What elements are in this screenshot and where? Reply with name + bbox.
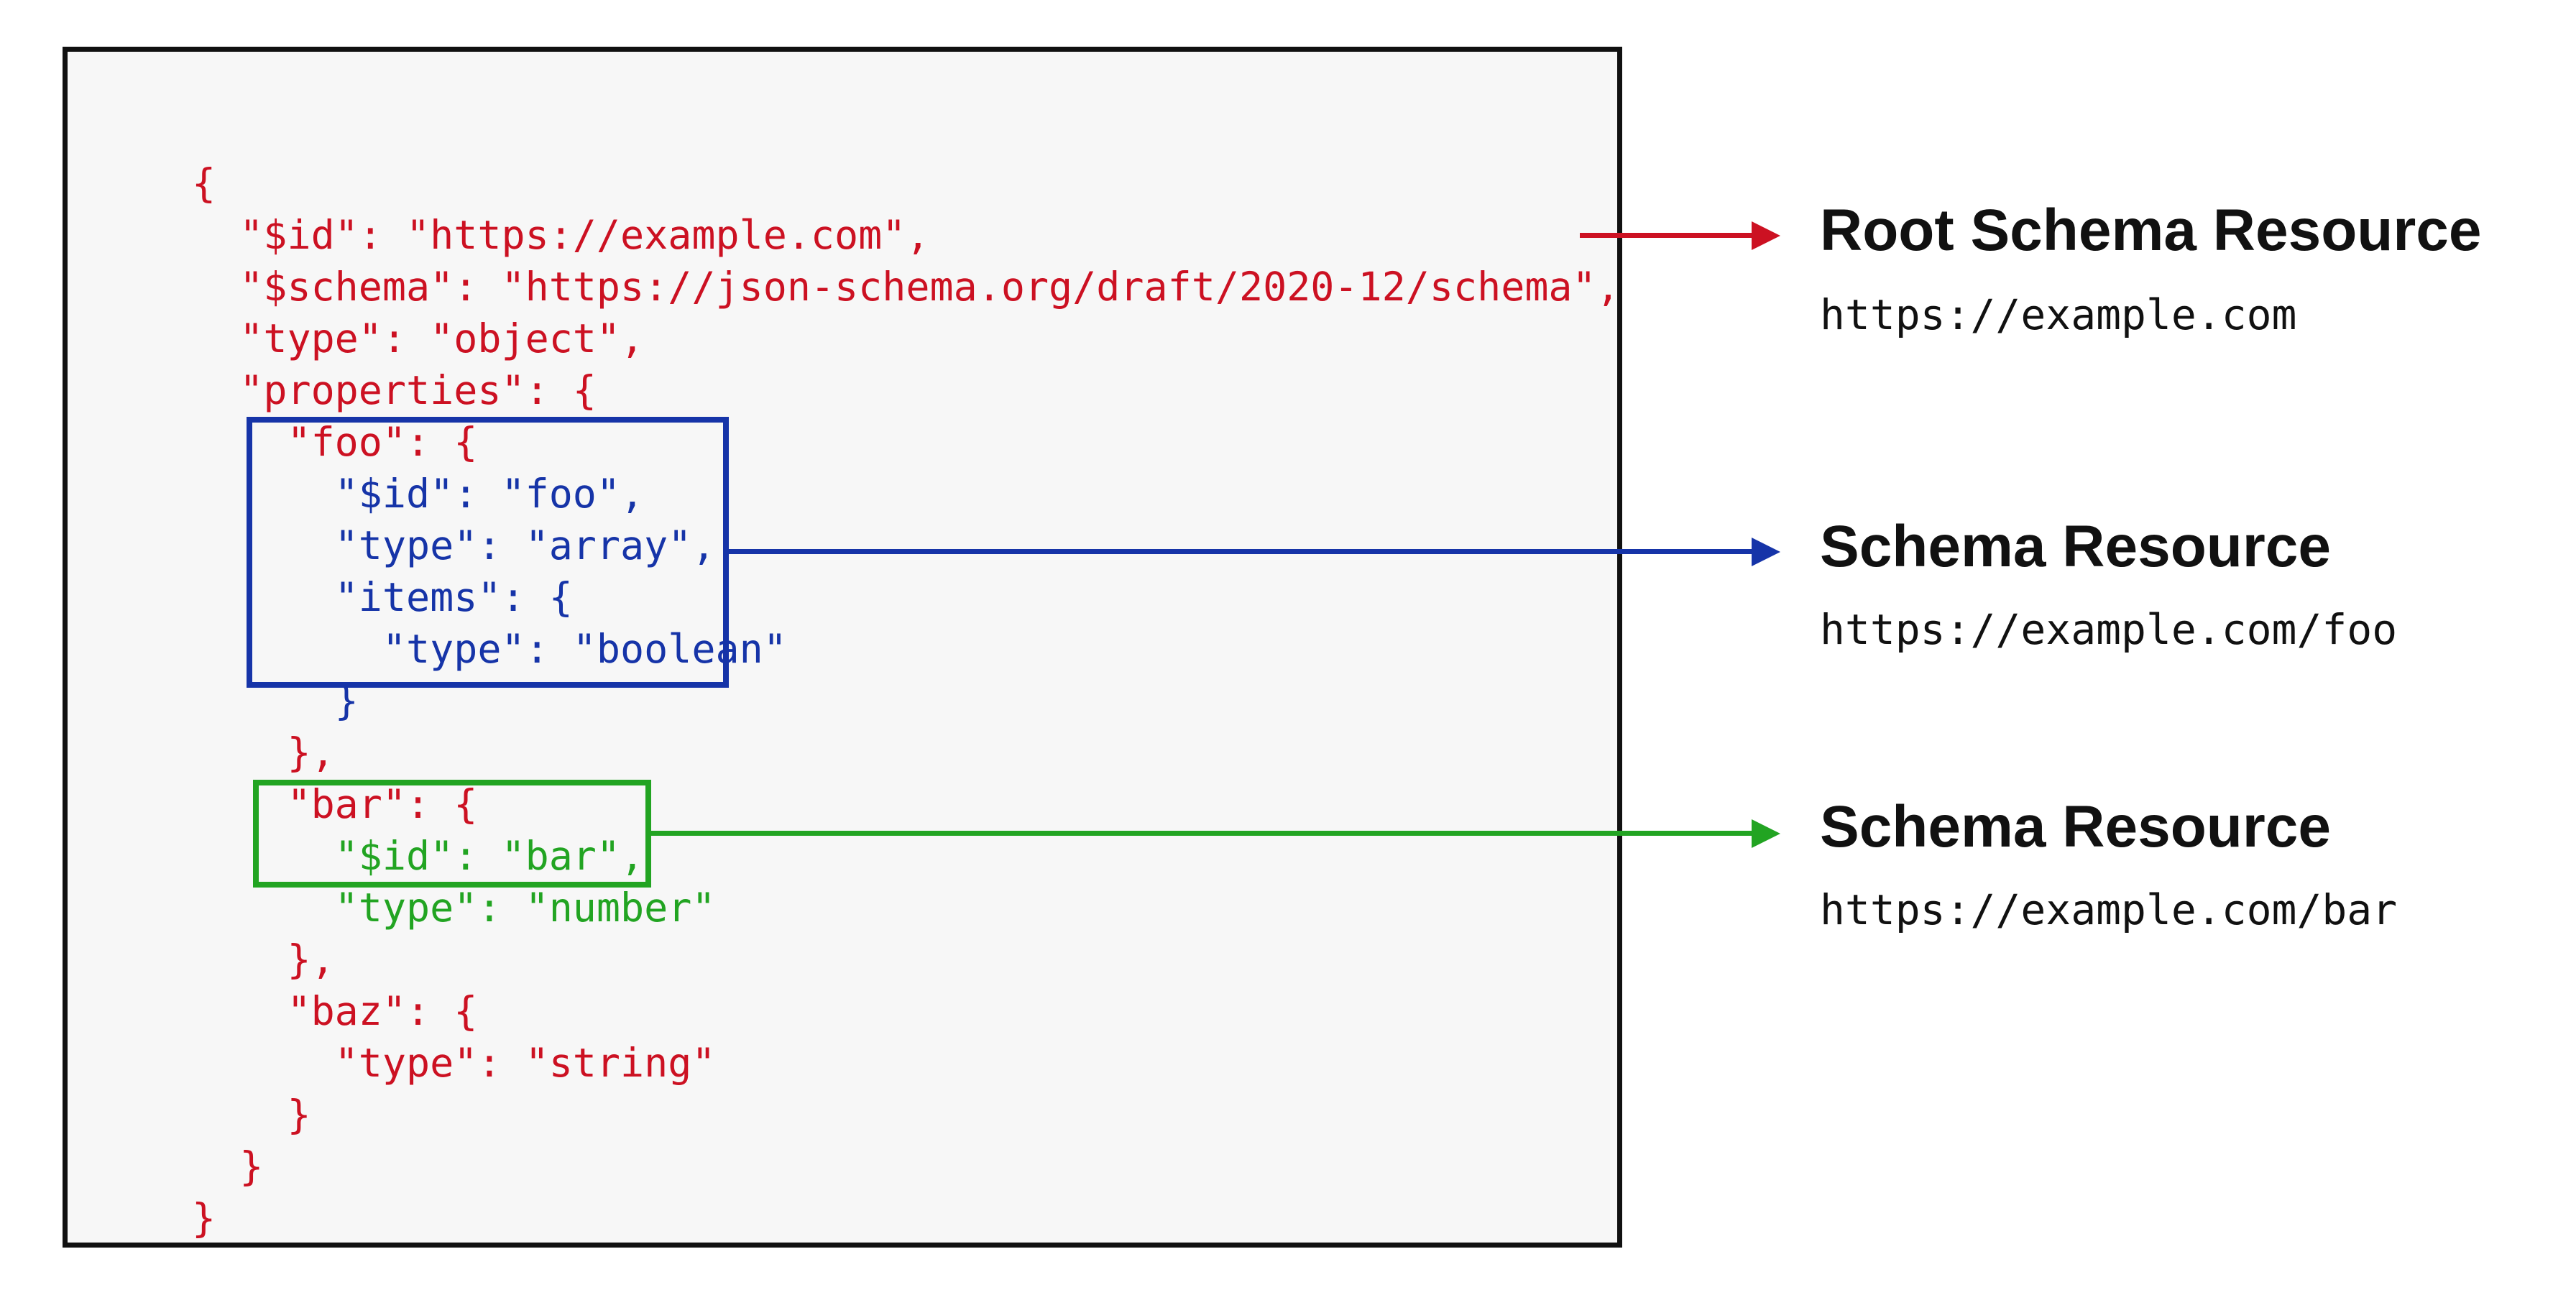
code-line: "$id": "bar", (192, 833, 645, 879)
code-line: "type": "number" (192, 885, 716, 931)
code-line: } (192, 1092, 311, 1138)
code-line: "type": "boolean" (192, 626, 787, 672)
code-line: "properties": { (192, 367, 597, 413)
code-line: }, (192, 729, 335, 775)
code-line: "items": { (192, 574, 573, 620)
code-line: }, (192, 936, 335, 982)
bar-schema-resource-box (253, 780, 651, 888)
foo-schema-arrow (729, 538, 1780, 566)
code-line: "type": "array", (192, 522, 716, 568)
root-schema-arrow (1580, 221, 1780, 250)
json-code: { "$id": "https://example.com", "$schema… (192, 157, 1620, 1244)
root-schema-label-url: https://example.com (1820, 290, 2297, 339)
code-line: "bar": { (192, 781, 478, 827)
code-line: "type": "object", (192, 315, 645, 361)
code-line: "baz": { (192, 988, 478, 1034)
schema-code-panel: { "$id": "https://example.com", "$schema… (63, 47, 1622, 1248)
arrow-shaft (1580, 233, 1756, 238)
code-line: "type": "string" (192, 1040, 716, 1086)
code-line: "$id": "https://example.com", (192, 212, 930, 258)
code-line: "$schema": "https://json-schema.org/draf… (192, 264, 1620, 310)
arrow-head-icon (1752, 538, 1780, 566)
code-line: "$id": "foo", (192, 471, 645, 517)
arrow-head-icon (1752, 221, 1780, 250)
bar-schema-label-title: Schema Resource (1820, 794, 2332, 860)
foo-schema-resource-box (247, 417, 729, 688)
code-line: { (192, 160, 216, 206)
arrow-shaft (651, 831, 1756, 836)
code-line: } (192, 1143, 264, 1189)
root-schema-label-title: Root Schema Resource (1820, 198, 2482, 263)
foo-schema-label-title: Schema Resource (1820, 514, 2332, 579)
bar-schema-arrow (651, 819, 1780, 848)
bar-schema-label-url: https://example.com/bar (1820, 885, 2398, 934)
foo-schema-label-url: https://example.com/foo (1820, 605, 2398, 654)
code-line: } (192, 1195, 216, 1241)
code-line: "foo": { (192, 419, 478, 465)
arrow-head-icon (1752, 819, 1780, 848)
arrow-shaft (729, 549, 1756, 554)
